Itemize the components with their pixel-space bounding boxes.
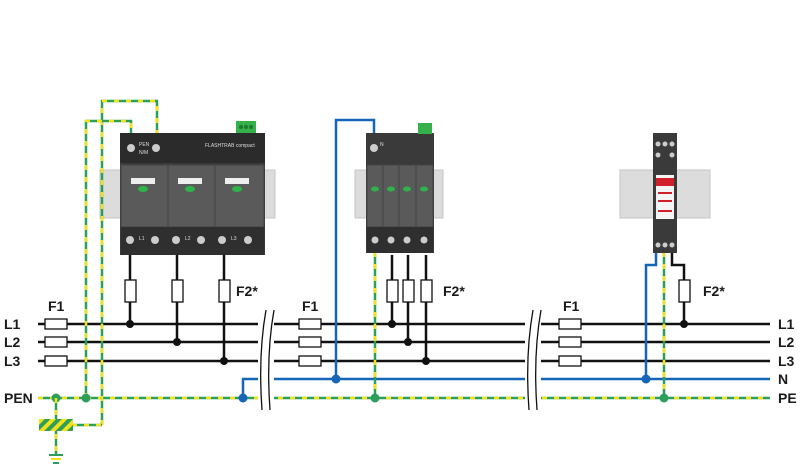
label-right-pe: PE (778, 390, 797, 406)
label-right-l2: L2 (778, 334, 795, 350)
terminal-screw (152, 144, 160, 152)
label-f2: F2* (443, 283, 465, 299)
device1-branches (124, 255, 231, 365)
label-left-pen: PEN (4, 390, 33, 406)
label-right-l1: L1 (778, 316, 795, 332)
label-f1: F1 (563, 298, 580, 314)
label-left-l1: L1 (4, 316, 21, 332)
svg-text:L3: L3 (231, 236, 237, 242)
module-3[interactable] (214, 164, 265, 228)
f1-group-3 (558, 318, 582, 367)
pe-wires-device1 (39, 99, 159, 464)
module-l1[interactable] (382, 164, 400, 228)
svg-text:L2: L2 (185, 236, 191, 242)
module-2[interactable] (167, 164, 216, 228)
device3-branches (641, 252, 691, 403)
bus-n (241, 377, 770, 398)
f1-group-1 (44, 318, 68, 367)
label-f1: F1 (302, 298, 319, 314)
device2-branches (331, 118, 433, 403)
label-f2: F2* (236, 283, 258, 299)
ground-icon (49, 454, 63, 464)
svg-text:L1: L1 (139, 236, 145, 242)
module-l2[interactable] (398, 164, 417, 228)
svg-text:N: N (380, 142, 384, 148)
device-flashtrab-compact[interactable]: PEN N/M FLASHTRAB compact L1 L2 L3 (120, 121, 265, 255)
status-led (232, 186, 242, 192)
remote-signal-terminal (418, 123, 432, 134)
f1-fuses (44, 318, 582, 367)
module-l3[interactable] (415, 164, 434, 228)
brand-label: FLASHTRAB compact (205, 143, 255, 149)
label-right-n: N (778, 371, 788, 387)
f1-group-2 (298, 318, 322, 367)
line-break-marks (258, 309, 542, 411)
device-single-pole-arrester[interactable] (653, 133, 677, 253)
terminal-screw (127, 144, 135, 152)
label-left-l2: L2 (4, 334, 21, 350)
label-left-l3: L3 (4, 353, 21, 369)
top-terminal-label: PEN (139, 142, 150, 148)
labels: L1 L2 L3 PEN L1 L2 L3 N PE F1 F1 F1 F2* … (4, 283, 797, 406)
status-led (185, 186, 195, 192)
module-1[interactable] (120, 164, 169, 228)
module-n[interactable] (366, 164, 384, 228)
device-4pole-arrester[interactable]: N (366, 123, 434, 253)
label-f2: F2* (703, 283, 725, 299)
brand-label-red (656, 178, 674, 186)
label-right-l3: L3 (778, 353, 795, 369)
n-pen-bond-node (238, 393, 248, 403)
status-led (138, 186, 148, 192)
bottom-terminals: L1 L2 L3 (126, 236, 252, 244)
top-terminal-sublabel: N/M (139, 150, 148, 156)
label-f1: F1 (48, 298, 65, 314)
equipotential-bonding-bar (39, 419, 73, 431)
bus-lines (38, 322, 770, 400)
